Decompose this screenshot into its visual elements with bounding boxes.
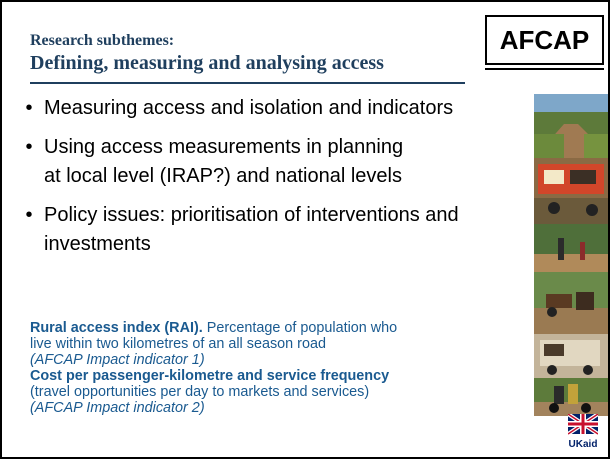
bullet-dot-icon: • (25, 136, 33, 158)
slide-title: Defining, measuring and analysing access (30, 52, 384, 74)
bullet-item: • Using access measurements in planning … (22, 133, 527, 191)
bullet-line: investments (44, 233, 151, 255)
photo-vehicle-market (534, 158, 608, 224)
bullet-line: Policy issues: prioritisation of interve… (44, 204, 459, 226)
rai-description: Percentage of population who (202, 320, 398, 336)
bullet-dot-icon: • (25, 97, 33, 119)
photo-strip (534, 94, 608, 416)
bullet-line: at local level (IRAP?) and national leve… (44, 165, 402, 187)
slide-header: Research subthemes: Defining, measuring … (30, 32, 384, 74)
bullet-item: • Measuring access and isolation and ind… (22, 94, 527, 123)
rai-heading: Rural access index (RAI). (30, 320, 203, 336)
afcap-logo: AFCAP (485, 15, 604, 65)
logo-underline (485, 68, 604, 70)
ukaid-label: UKaid (569, 439, 598, 450)
photo-motorbike (534, 378, 608, 416)
cost-description: (travel opportunities per day to markets… (30, 384, 370, 400)
rai-description-cont: live within two kilometres of an all sea… (30, 336, 326, 352)
bullet-line: Using access measurements in planning (44, 136, 404, 158)
ukaid-logo: UKaid (568, 414, 598, 450)
cost-heading: Cost per passenger-kilometre and service… (30, 368, 390, 384)
indicators-block: Rural access index (RAI). Percentage of … (30, 320, 505, 416)
title-underline (30, 82, 465, 84)
cost-impact-note: (AFCAP Impact indicator 2) (30, 400, 205, 416)
bullet-item: • Policy issues: prioritisation of inter… (22, 201, 527, 259)
photo-truck (534, 334, 608, 378)
rai-impact-note: (AFCAP Impact indicator 1) (30, 352, 205, 368)
photo-walkers (534, 224, 608, 272)
slide-subtitle: Research subthemes: (30, 32, 175, 49)
photo-cart-animals (534, 272, 608, 334)
rai-line: Rural access index (RAI). Percentage of … (30, 320, 505, 336)
bullet-dot-icon: • (25, 204, 33, 226)
bullet-line: Measuring access and isolation and indic… (44, 97, 454, 119)
bullet-list: • Measuring access and isolation and ind… (22, 94, 527, 269)
photo-rural-road (534, 94, 608, 158)
